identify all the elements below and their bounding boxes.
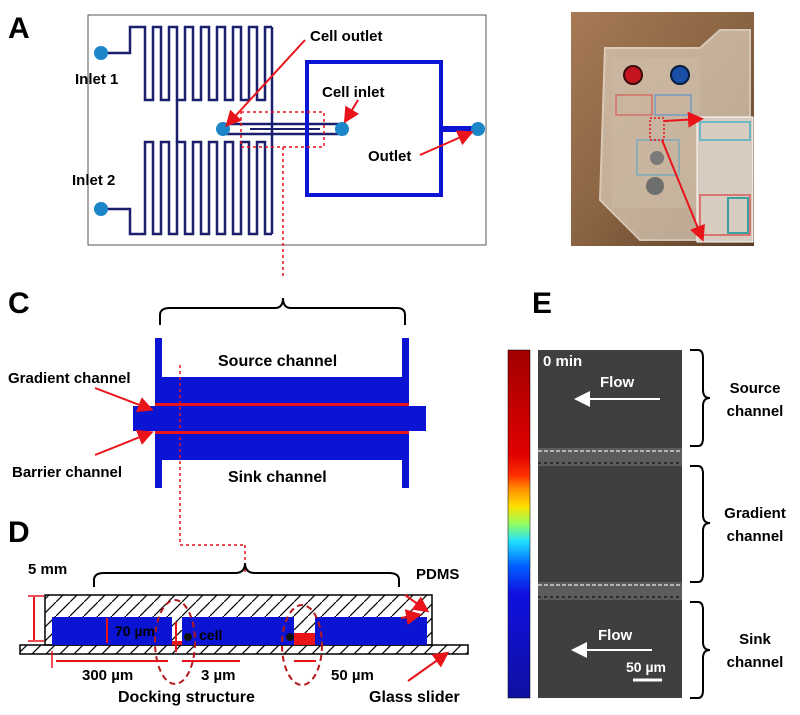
flow-top-label: Flow (600, 374, 634, 391)
w50-label: 50 µm (331, 667, 374, 684)
device-photo (571, 12, 754, 246)
upper-serpentine (101, 25, 272, 102)
inlet1-port (94, 46, 108, 60)
sink-section (315, 617, 427, 645)
panel-b: B (571, 12, 754, 246)
cell-label: cell (199, 627, 222, 643)
source-section (52, 617, 172, 645)
docking-label: Docking structure (118, 689, 255, 706)
cell-inlet-label: Cell inlet (322, 84, 385, 101)
concentration-colorbar (507, 349, 531, 699)
inlet2-label: Inlet 2 (72, 172, 115, 189)
lower-serpentine (101, 140, 272, 236)
zoom-brace (159, 297, 406, 325)
barrier-arrow (94, 430, 154, 456)
w3-label: 3 µm (201, 667, 236, 684)
height-70um-label: 70 µm (115, 623, 155, 639)
time-label: 0 min (543, 353, 582, 370)
right-barrier (294, 633, 315, 645)
panel-c-letter: C (8, 287, 30, 320)
w300-label: 300 µm (82, 667, 133, 684)
sink-brace (690, 601, 711, 699)
gradient-brace (690, 465, 711, 583)
cell-outlet-label: Cell outlet (310, 28, 383, 45)
gradient-label-2: channel (727, 528, 784, 545)
scale-label: 50 µm (626, 659, 666, 675)
cell-inlet-arrow (343, 99, 360, 124)
outlet-label: Outlet (368, 148, 411, 165)
panel-d-letter: D (8, 516, 30, 549)
cross-section-brace (93, 562, 400, 587)
panel-d: D 5 mm PDMS 70 µm (8, 516, 469, 706)
docking-ellipse-left (154, 599, 196, 685)
panel-a: A Inlet 1 Inlet 2 Cell outlet (8, 12, 487, 278)
cell-dot-left (184, 633, 192, 641)
source-label-2: channel (727, 403, 784, 420)
micrograph (538, 350, 682, 698)
sink-channel-label: Sink channel (228, 469, 327, 486)
cell-outlet-port (216, 122, 230, 136)
inlet1-label: Inlet 1 (75, 71, 118, 88)
gradient-channel-label: Gradient channel (8, 370, 131, 387)
flow-bottom-label: Flow (598, 627, 632, 644)
outlet-port (471, 122, 485, 136)
cell-outlet-arrow (225, 39, 306, 127)
sink-label-1: Sink (739, 631, 771, 648)
source-label-1: Source (730, 380, 781, 397)
inlet2-port (94, 202, 108, 216)
glass-arrow (407, 651, 450, 682)
glass-slider (19, 644, 469, 655)
source-channel-label: Source channel (218, 353, 337, 370)
panel-e-letter: E (532, 287, 552, 320)
cell-inlet-port (335, 122, 349, 136)
cell-dot-right (286, 633, 294, 641)
gradient-arrow (94, 387, 154, 413)
barrier-bottom (155, 431, 409, 434)
panel-c: C Source channel Gradient channel Barrie… (8, 287, 426, 575)
sink-label-2: channel (727, 654, 784, 671)
docking-ellipse-right (281, 604, 323, 686)
source-channel (155, 377, 409, 404)
gradient-channel (133, 406, 426, 431)
height-5mm-label: 5 mm (28, 561, 67, 578)
panel-a-letter: A (8, 12, 30, 45)
bottom-barrier-band (538, 582, 682, 600)
gradient-label-1: Gradient (724, 505, 786, 522)
barrier-top (155, 403, 409, 406)
glass-label: Glass slider (369, 689, 460, 706)
barrier-channel-label: Barrier channel (12, 464, 122, 481)
panel-e: E 0 min Flow Flow 50 µm Source channel G… (507, 287, 786, 699)
source-brace (690, 349, 711, 447)
gradient-section (182, 617, 294, 645)
outlet-arrow (419, 130, 474, 156)
pdms-arrow (404, 594, 430, 613)
pdms-label: PDMS (416, 566, 459, 583)
zoom-box (240, 111, 325, 148)
sink-channel (155, 433, 409, 460)
top-barrier-band (538, 448, 682, 466)
